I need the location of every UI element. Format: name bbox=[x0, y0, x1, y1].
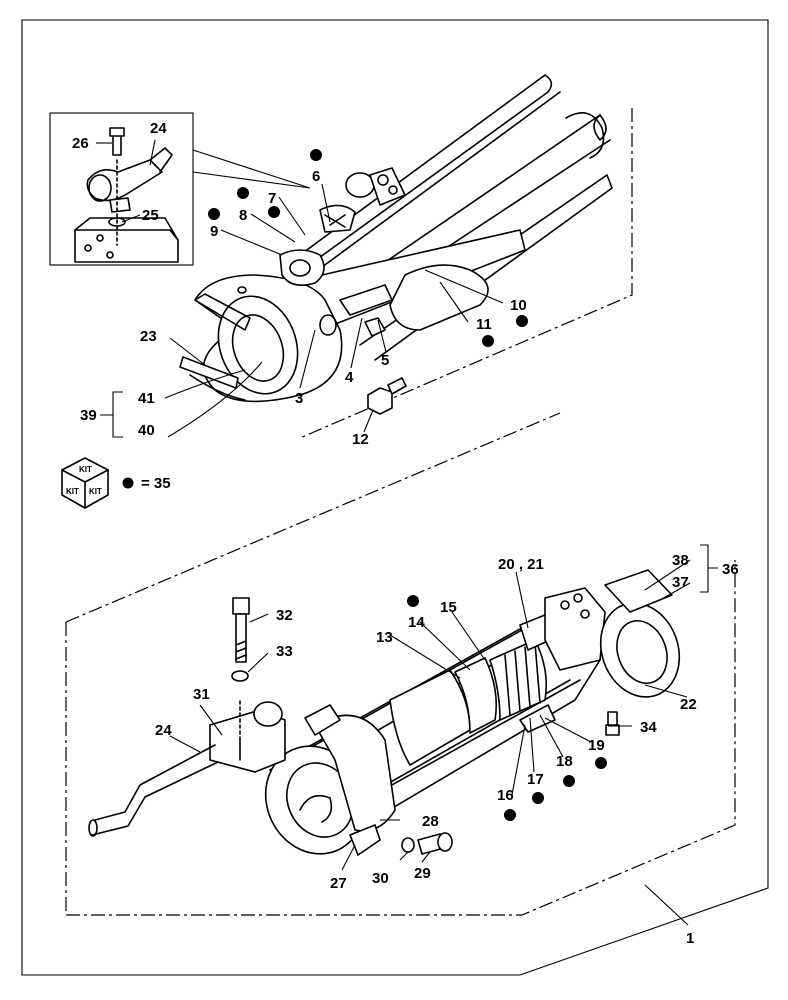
kit-dot-icon bbox=[532, 792, 544, 804]
callout-18: 18 bbox=[556, 753, 573, 770]
kit-dot-markers bbox=[208, 149, 607, 821]
callout-labels: 1 3 4 5 6 7 8 9 10 11 12 13 14 15 16 17 … bbox=[72, 120, 739, 947]
kit-label-top: KIT bbox=[79, 465, 92, 474]
barrel-drawing bbox=[88, 569, 681, 856]
callout-9: 9 bbox=[210, 223, 218, 240]
callout-14: 14 bbox=[408, 614, 425, 631]
callout-17: 17 bbox=[527, 771, 544, 788]
callout-36: 36 bbox=[722, 561, 739, 578]
kit-dot-icon bbox=[407, 595, 419, 607]
callout-31: 31 bbox=[193, 686, 210, 703]
callout-24-inset: 24 bbox=[150, 120, 167, 137]
callout-34: 34 bbox=[640, 719, 657, 736]
piston-rod-drawing bbox=[179, 74, 613, 415]
kit-dot-icon bbox=[122, 477, 134, 489]
callout-20-21: 20 , 21 bbox=[498, 556, 544, 573]
callout-22: 22 bbox=[680, 696, 697, 713]
kit-equals-35: = 35 bbox=[141, 475, 171, 492]
callout-28: 28 bbox=[422, 813, 439, 830]
callout-6: 6 bbox=[312, 168, 320, 185]
kit-dot-icon bbox=[516, 315, 528, 327]
callout-30: 30 bbox=[372, 870, 389, 887]
rod-assembly-envelope bbox=[65, 108, 633, 915]
callout-7: 7 bbox=[268, 190, 276, 207]
callout-8: 8 bbox=[239, 207, 247, 224]
callout-26: 26 bbox=[72, 135, 89, 152]
barrel-assembly-envelope bbox=[66, 560, 736, 916]
kit-dot-icon bbox=[237, 187, 249, 199]
callout-38: 38 bbox=[672, 552, 689, 569]
callout-10: 10 bbox=[510, 297, 527, 314]
kit-label-right: KIT bbox=[89, 487, 102, 496]
kit-dot-icon bbox=[504, 809, 516, 821]
callout-32: 32 bbox=[276, 607, 293, 624]
callout-4: 4 bbox=[345, 369, 354, 386]
callout-15: 15 bbox=[440, 599, 457, 616]
callout-11: 11 bbox=[476, 316, 492, 333]
detail-inset bbox=[49, 112, 311, 266]
callout-3: 3 bbox=[295, 390, 303, 407]
kit-dot-icon bbox=[595, 757, 607, 769]
callout-29: 29 bbox=[414, 865, 431, 882]
callout-23: 23 bbox=[140, 328, 157, 345]
leader-lines bbox=[96, 139, 718, 926]
callout-5: 5 bbox=[381, 352, 389, 369]
kit-label-left: KIT bbox=[66, 487, 79, 496]
kit-dot-icon bbox=[563, 775, 575, 787]
kit-dot-icon bbox=[268, 206, 280, 218]
callout-12: 12 bbox=[352, 431, 369, 448]
kit-dot-icon bbox=[482, 335, 494, 347]
callout-33: 33 bbox=[276, 643, 293, 660]
callout-13: 13 bbox=[376, 629, 393, 646]
callout-41: 41 bbox=[138, 390, 155, 407]
callout-39: 39 bbox=[80, 407, 97, 424]
kit-legend: KIT KIT KIT = 35 bbox=[61, 457, 171, 509]
callout-37: 37 bbox=[672, 574, 689, 591]
callout-1: 1 bbox=[686, 930, 694, 947]
kit-dot-icon bbox=[208, 208, 220, 220]
callout-24-pipe: 24 bbox=[155, 722, 172, 739]
kit-dot-icon bbox=[310, 149, 322, 161]
callout-25: 25 bbox=[142, 207, 159, 224]
assembly-boundary bbox=[21, 19, 769, 976]
callout-16: 16 bbox=[497, 787, 514, 804]
callout-27: 27 bbox=[330, 875, 347, 892]
callout-19: 19 bbox=[588, 737, 605, 754]
callout-40: 40 bbox=[138, 422, 155, 439]
